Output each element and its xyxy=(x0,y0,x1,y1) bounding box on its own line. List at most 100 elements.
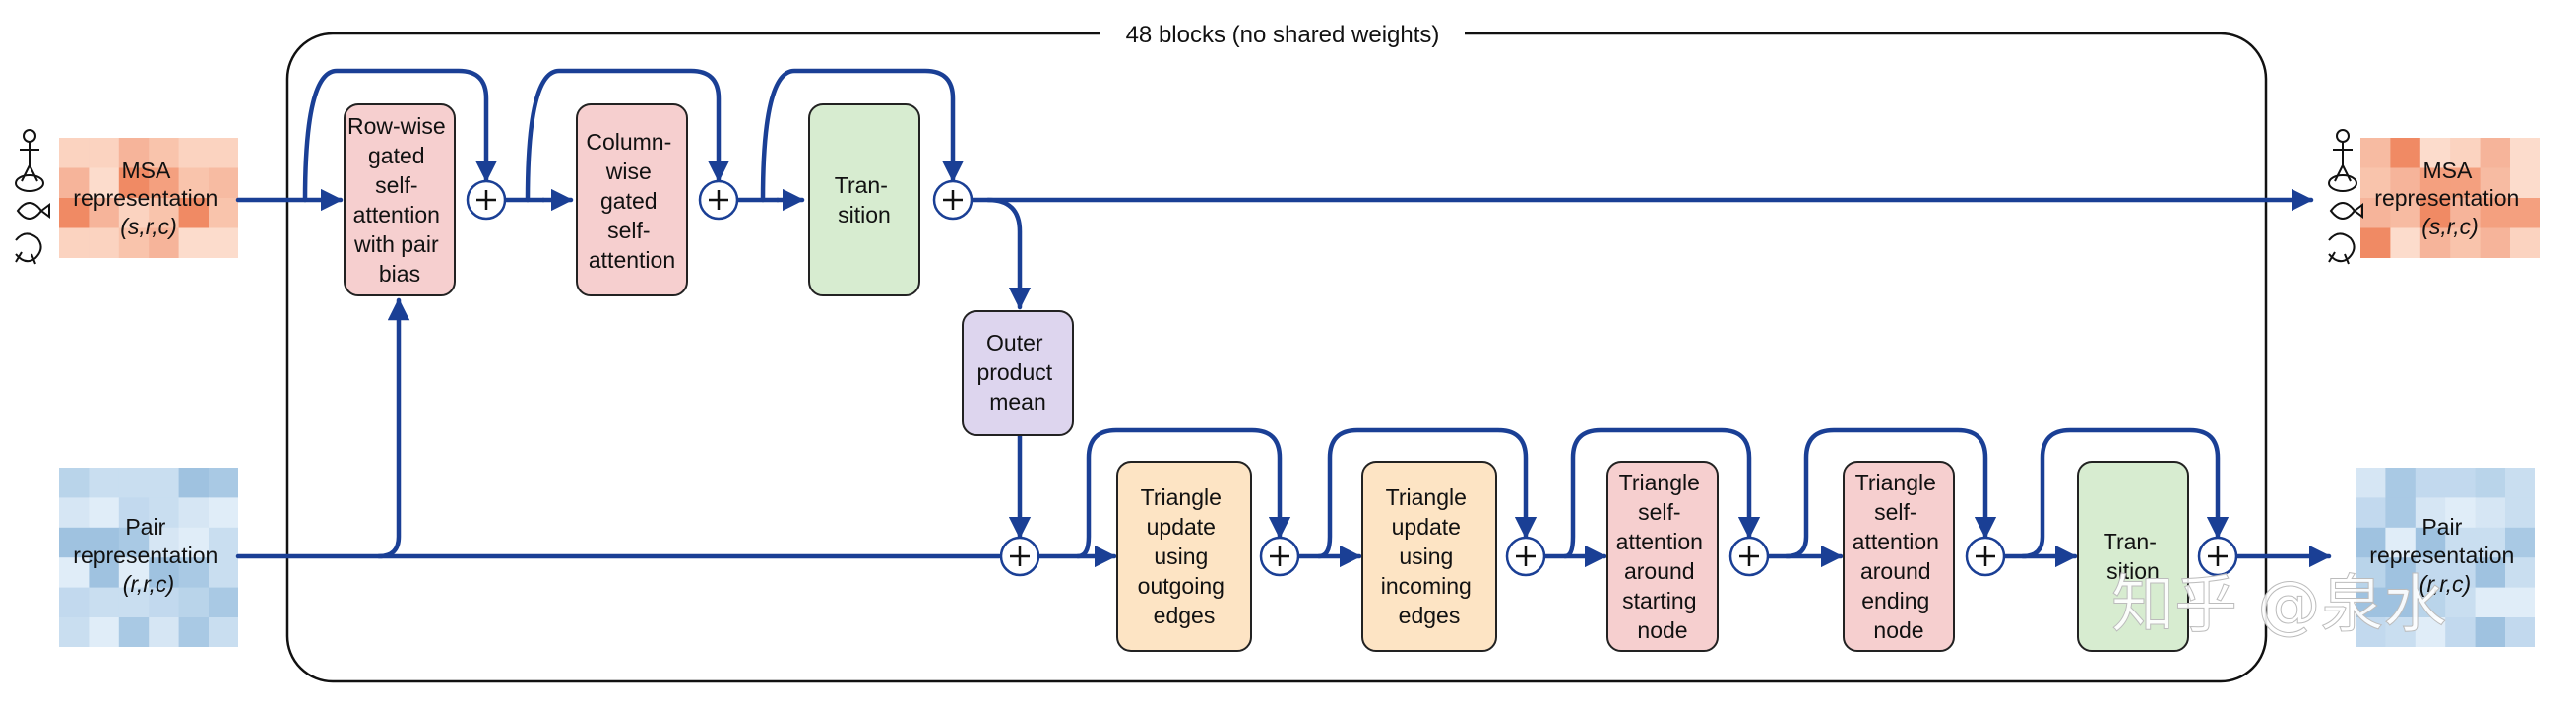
heatmap-tile xyxy=(59,617,90,647)
heatmap-tile xyxy=(2390,227,2421,258)
heatmap-tile xyxy=(2505,468,2535,498)
triangle-start-attention-block-shape xyxy=(1606,461,1719,652)
heatmap-tile xyxy=(89,167,120,199)
heatmap-tile xyxy=(89,617,120,647)
heatmap-tile xyxy=(149,617,180,647)
heatmap-tile xyxy=(2445,587,2477,618)
triangle-end-attention-block-shape xyxy=(1843,461,1955,652)
heatmap-tile xyxy=(2385,468,2417,498)
heatmap-tile xyxy=(2356,468,2386,498)
triangle-outgoing-block-label: Triangle update using outgoing edges xyxy=(1138,484,1231,628)
msa-output-heatmap xyxy=(2360,138,2540,258)
heatmap-tile xyxy=(2360,138,2391,168)
heatmap-tile xyxy=(89,497,120,529)
heatmap-tile xyxy=(118,617,150,647)
heatmap-tile xyxy=(178,557,210,589)
heatmap-tile xyxy=(2445,497,2477,529)
row-attention-block-shape xyxy=(344,103,456,296)
heatmap-tile xyxy=(178,527,210,558)
heatmap-tile xyxy=(118,138,150,168)
add-node xyxy=(999,536,1040,577)
msa-track-arrows xyxy=(235,68,2314,310)
heatmap-tile xyxy=(209,497,238,529)
msa-input-label: MSA representation (s,r,c) xyxy=(73,158,223,239)
heatmap-tile xyxy=(118,167,150,199)
heatmap-tile xyxy=(2475,617,2506,647)
heatmap-tile xyxy=(2415,497,2446,529)
heatmap-tile xyxy=(59,587,90,618)
heatmap-tile xyxy=(2475,557,2506,589)
outer-product-block-label: Outer product mean xyxy=(976,330,1058,415)
heatmap-tile xyxy=(2419,198,2451,228)
heatmap-tile xyxy=(2505,587,2535,618)
heatmap-tile xyxy=(2356,557,2386,589)
heatmap-tile xyxy=(178,227,210,258)
heatmap-tile xyxy=(209,527,238,558)
heatmap-tile xyxy=(2450,198,2482,228)
heatmap-tile xyxy=(209,557,238,589)
heatmap-tile xyxy=(149,587,180,618)
heatmap-tile xyxy=(89,587,120,618)
heatmap-tile xyxy=(2385,617,2417,647)
heatmap-tile xyxy=(178,198,210,228)
heatmap-tile xyxy=(59,198,90,228)
outer-product-block-shape xyxy=(962,310,1074,436)
pair-output-heatmap xyxy=(2356,468,2535,647)
heatmap-tile xyxy=(178,587,210,618)
add-node xyxy=(932,179,974,221)
heatmap-tile xyxy=(59,527,90,558)
heatmap-tile xyxy=(2356,587,2386,618)
heatmap-tile xyxy=(2445,557,2477,589)
pair-output-label: Pair representation (r,r,c) xyxy=(2369,514,2520,597)
heatmap-tile xyxy=(2415,617,2446,647)
triangle-end-attention-block-label: Triangle self- attention around ending n… xyxy=(1853,470,1946,643)
heatmap-tile xyxy=(2419,138,2451,168)
heatmap-tile xyxy=(118,227,150,258)
heatmap-tile xyxy=(2480,167,2511,199)
heatmap-tile xyxy=(2415,468,2446,498)
heatmap-tile xyxy=(209,138,238,168)
heatmap-tile xyxy=(178,167,210,199)
add-node xyxy=(698,179,739,221)
heatmap-tile xyxy=(149,227,180,258)
heatmap-tile xyxy=(149,527,180,558)
species-icons-left xyxy=(15,129,50,265)
heatmap-tile xyxy=(149,138,180,168)
pair-blocks xyxy=(1116,461,2189,652)
heatmap-tile xyxy=(149,167,180,199)
heatmap-tile xyxy=(209,468,238,498)
heatmap-tile xyxy=(149,497,180,529)
triangle-incoming-block-label: Triangle update using incoming edges xyxy=(1381,484,1477,628)
heatmap-tile xyxy=(178,468,210,498)
heatmap-tile xyxy=(2505,557,2535,589)
pair-transition-block-label: Tran- sition xyxy=(2104,529,2164,584)
species-icons-right xyxy=(2328,129,2363,265)
heatmap-tile xyxy=(59,557,90,589)
heatmap-tile xyxy=(2510,167,2540,199)
heatmap-tile xyxy=(2450,138,2482,168)
heatmap-tile xyxy=(89,527,120,558)
heatmap-tile xyxy=(118,527,150,558)
heatmap-tile xyxy=(209,198,238,228)
heatmap-tile xyxy=(2450,167,2482,199)
frame-caption: 48 blocks (no shared weights) xyxy=(1126,22,1440,48)
heatmap-tile xyxy=(2360,198,2391,228)
heatmap-tile xyxy=(178,617,210,647)
heatmap-tile xyxy=(2356,527,2386,558)
heatmap-tile xyxy=(2480,198,2511,228)
msa-transition-block-label: Tran- sition xyxy=(835,172,895,227)
heatmap-tile xyxy=(2510,138,2540,168)
watermark: 知乎 @泉水 xyxy=(2111,569,2446,642)
heatmap-tile xyxy=(2419,227,2451,258)
heatmap-tile xyxy=(149,198,180,228)
heatmap-tile xyxy=(2360,167,2391,199)
heatmap-tile xyxy=(149,468,180,498)
msa-transition-block-shape xyxy=(808,103,920,296)
heatmap-tile xyxy=(89,557,120,589)
heatmap-tile xyxy=(209,617,238,647)
heatmap-tile xyxy=(2475,587,2506,618)
heatmap-tile xyxy=(2356,497,2386,529)
heatmap-tile xyxy=(209,227,238,258)
heatmap-tile xyxy=(89,468,120,498)
